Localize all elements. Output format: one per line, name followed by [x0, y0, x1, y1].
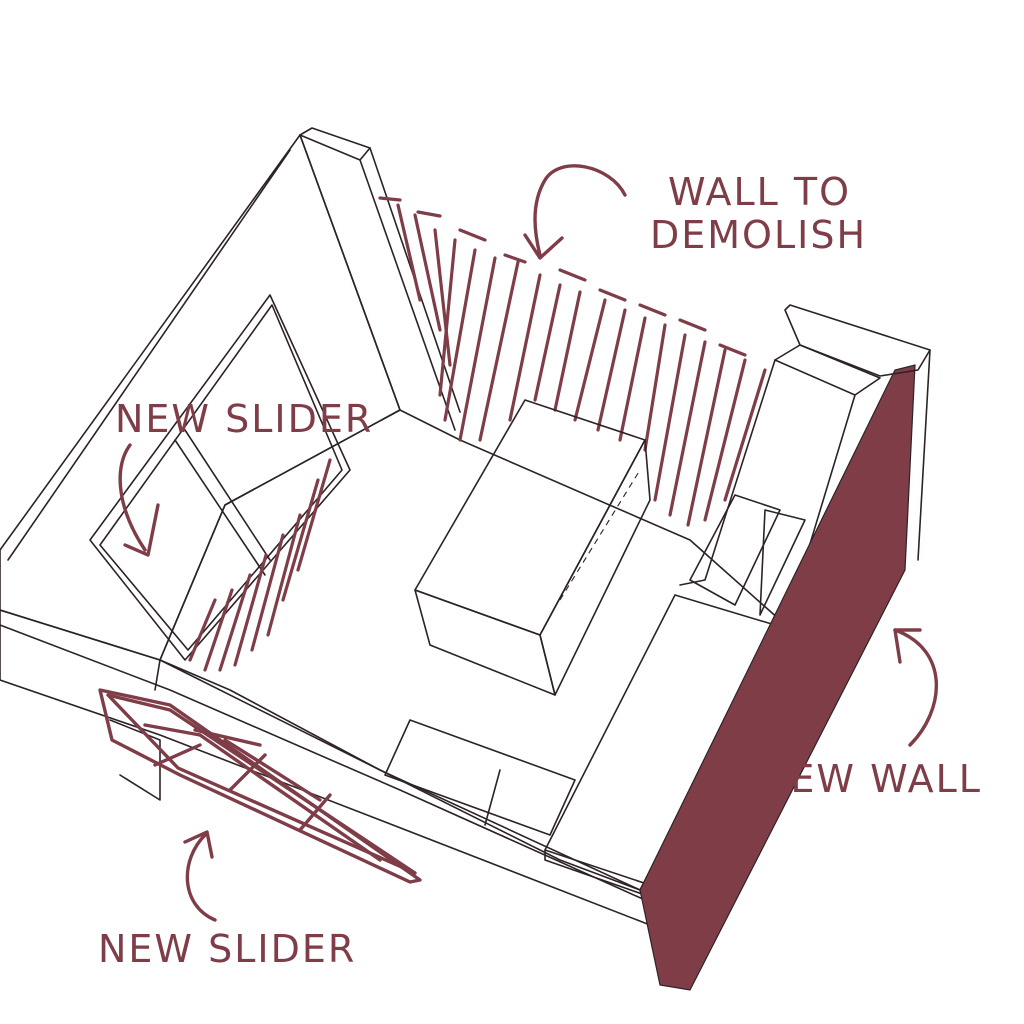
new-wall-face: [639, 364, 916, 991]
slider-bottom-arrow-icon: [185, 833, 217, 922]
new-wall-arrow-icon: [893, 628, 939, 747]
label-wall-to-demolish-line1: WALL TO: [668, 170, 851, 214]
slider-top-arrow-icon: [118, 443, 147, 552]
front-wall: [0, 609, 651, 926]
label-new-slider-top: NEW SLIDER: [115, 397, 373, 441]
demolish-arrow-icon: [533, 164, 627, 257]
demolish-wall-hatch: [378, 196, 767, 527]
kitchen-island: [414, 399, 651, 696]
slider-hatch-left: [188, 458, 332, 672]
label-new-wall: NEW WALL: [760, 757, 982, 801]
wall-cap: [299, 127, 371, 161]
label-wall-to-demolish-line2: DEMOLISH: [650, 213, 867, 257]
new-wall: [639, 304, 931, 991]
left-slider-door: [89, 294, 351, 661]
label-new-slider-bottom: NEW SLIDER: [98, 927, 356, 971]
island-front: [414, 589, 556, 696]
annotation-arrows: [118, 164, 939, 922]
island-side: [539, 439, 651, 696]
annotation-labels: WALL TO DEMOLISH NEW SLIDER NEW WALL NEW…: [98, 170, 982, 971]
front-slider-window: [98, 688, 422, 884]
